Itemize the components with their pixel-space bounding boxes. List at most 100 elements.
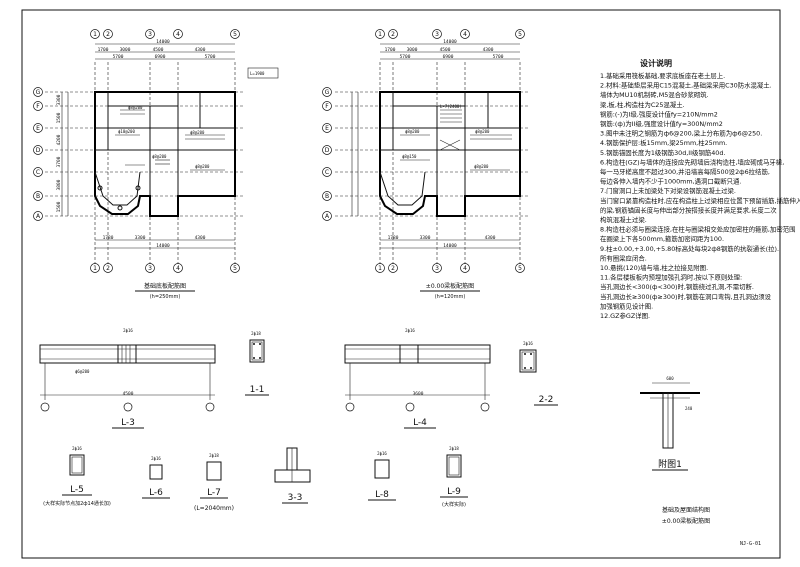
svg-text:F: F	[36, 103, 40, 110]
axis-bubble: 3	[145, 263, 155, 273]
note-line: 构筑混凝土过梁.	[600, 215, 647, 224]
note-line: 的梁,钢筋锚固长度与伸出部分按搭接长度并满足要求,长度二次	[600, 205, 777, 214]
axis-bubble: 3	[432, 263, 442, 273]
svg-text:2ф18: 2ф18	[449, 446, 459, 451]
ground-floor-plan: 14000 1700 3000 4500 4300 5700 6900 5700	[322, 29, 530, 300]
axis-bubble: 2	[388, 263, 398, 273]
svg-text:G: G	[36, 89, 41, 96]
beam-l3-elevation: 2ф16 ф6@200 4500 L-3	[39, 328, 216, 429]
note-line: 12.GZ参GZ详图.	[600, 311, 650, 320]
svg-text:3: 3	[148, 265, 152, 272]
svg-text:3: 3	[435, 31, 439, 38]
svg-text:2ф16: 2ф16	[377, 451, 387, 456]
svg-text:5700: 5700	[493, 54, 504, 60]
axis-bubble: 5	[515, 263, 525, 273]
plan1-side-dim: 3800	[56, 179, 62, 190]
svg-text:D: D	[325, 147, 330, 154]
svg-text:4500: 4500	[440, 47, 451, 53]
note-line: 加强钢筋见设计图.	[600, 301, 653, 310]
note-line: 11.各层楼板板内预埋加强孔洞时,按以下原则处理:	[600, 273, 742, 282]
axis-bubble: 1	[90, 263, 100, 273]
axis-bubble: F	[33, 101, 43, 111]
l9-label: L-9	[447, 487, 461, 497]
svg-text:E: E	[325, 125, 329, 132]
svg-text:1: 1	[378, 31, 382, 38]
detail-1: 600 240 附图1	[640, 376, 700, 471]
svg-text:ф8@200: ф8@200	[195, 164, 210, 169]
l3-span: 4500	[123, 391, 134, 397]
svg-text:2ф16: 2ф16	[151, 456, 161, 461]
beam-l4-elevation: 2ф16 3600 L-4	[344, 328, 491, 429]
section-l7: 2ф18 L-7 (L=2040mm)	[194, 453, 234, 512]
l8-label: L-8	[375, 490, 389, 500]
note-line: 当孔洞边长≥300(ф≥300)时,钢筋在洞口弯钩,且孔洞边须设	[600, 292, 772, 301]
svg-text:1780: 1780	[103, 235, 114, 241]
svg-text:4: 4	[463, 31, 467, 38]
svg-text:C: C	[325, 169, 329, 176]
svg-text:G: G	[325, 89, 330, 96]
note-line: 2.材料:基础垫层采用C15混凝土,基础梁采用C30防水混凝土.	[600, 81, 772, 90]
plan1-title: 基础底板配筋图	[144, 282, 186, 290]
s33-label: 3-3	[288, 493, 303, 503]
plan1-top-dim: 4300	[195, 47, 206, 53]
plan2-overall-dim: 14000	[443, 39, 457, 45]
svg-text:E: E	[36, 125, 40, 132]
note-line: 所有圈梁应闭合.	[600, 253, 647, 262]
axis-bubble: 5	[230, 29, 240, 39]
l3-rebar-top: 2ф16	[123, 328, 133, 333]
axis-bubble: G	[322, 87, 332, 97]
section-1-1: 2ф18 1-1	[245, 331, 269, 396]
l9-note: (大样实际)	[442, 501, 466, 508]
svg-text:1700: 1700	[385, 47, 396, 53]
svg-text:ф8@200: ф8@200	[405, 129, 420, 134]
svg-text:4: 4	[176, 31, 180, 38]
svg-text:ф8@200: ф8@200	[190, 130, 205, 135]
svg-text:4300: 4300	[483, 47, 494, 53]
svg-text:1: 1	[93, 265, 97, 272]
plan2-note: (h=120mm)	[435, 294, 466, 300]
svg-text:4300: 4300	[195, 235, 206, 241]
svg-text:2ф18: 2ф18	[251, 331, 261, 336]
l3-stirrup: ф6@200	[75, 369, 90, 374]
plan1-overall-dim: 14000	[156, 39, 170, 45]
svg-text:F: F	[325, 103, 329, 110]
axis-bubble: 4	[173, 263, 183, 273]
sheet-number: NJ-G-01	[740, 541, 761, 547]
foundation-plan: 14000 1700 3000 4500 4300 5700 6900 5700	[33, 29, 279, 300]
svg-text:4: 4	[176, 265, 180, 272]
plan1-side-dim: 1500	[56, 112, 62, 123]
s11-label: 1-1	[250, 385, 265, 395]
note-line: 当门窗口紧靠构造柱时,应在构造柱上过梁相应位置下预留插筋,插筋伸入	[600, 196, 800, 205]
svg-text:2: 2	[391, 265, 395, 272]
plan1-bottom-overall: 14000	[156, 243, 170, 249]
sheet-title: 基础及屋面结构图	[662, 506, 710, 514]
axis-bubble: G	[33, 87, 43, 97]
svg-text:5700: 5700	[400, 54, 411, 60]
axis-bubble: E	[322, 123, 332, 133]
axis-bubble: 3	[432, 29, 442, 39]
svg-text:1: 1	[378, 265, 382, 272]
svg-text:ф8@200: ф8@200	[474, 164, 489, 169]
svg-text:1780: 1780	[388, 235, 399, 241]
plan1-side-dim: 4200	[56, 134, 62, 145]
svg-text:5: 5	[233, 265, 237, 272]
note-line: 1.基础采用筏板基础,要求底板座在老土层上.	[600, 71, 725, 80]
note-line: 梁,板,柱,构造柱为C25混凝土.	[600, 100, 685, 109]
note-line: 墙体为MU10机制砖,M5混合砂浆砌筑.	[600, 90, 709, 99]
svg-text:ф8@200: ф8@200	[475, 129, 490, 134]
plan1-note: (h=250mm)	[150, 294, 181, 300]
axis-bubble: 1	[375, 29, 385, 39]
note-line: 钢筋:(ф)为II级,强度设计值fy=300N/mm2	[600, 119, 723, 128]
svg-text:A: A	[36, 213, 41, 220]
svg-text:ф10@200: ф10@200	[118, 129, 135, 134]
note-line: 3.图中未注明之钢筋为ф6@200,梁上分布筋为ф6@250.	[600, 129, 762, 138]
svg-text:B: B	[36, 193, 40, 200]
note-line: 10.悬挑(120)墙与墙,柱之拉接见附图.	[600, 263, 708, 272]
axis-bubble: D	[33, 145, 43, 155]
note-line: 在圈梁上下各500mm,箍筋加密间距为100.	[600, 234, 724, 243]
title-block: 基础及屋面结构图 ±0.00梁板配筋图 NJ-G-01	[662, 506, 761, 547]
svg-text:4300: 4300	[485, 235, 496, 241]
plan1-top-dim: 5700	[113, 54, 124, 60]
plan1-top-dim: 4500	[153, 47, 164, 53]
svg-text:2ф16: 2ф16	[405, 328, 415, 333]
